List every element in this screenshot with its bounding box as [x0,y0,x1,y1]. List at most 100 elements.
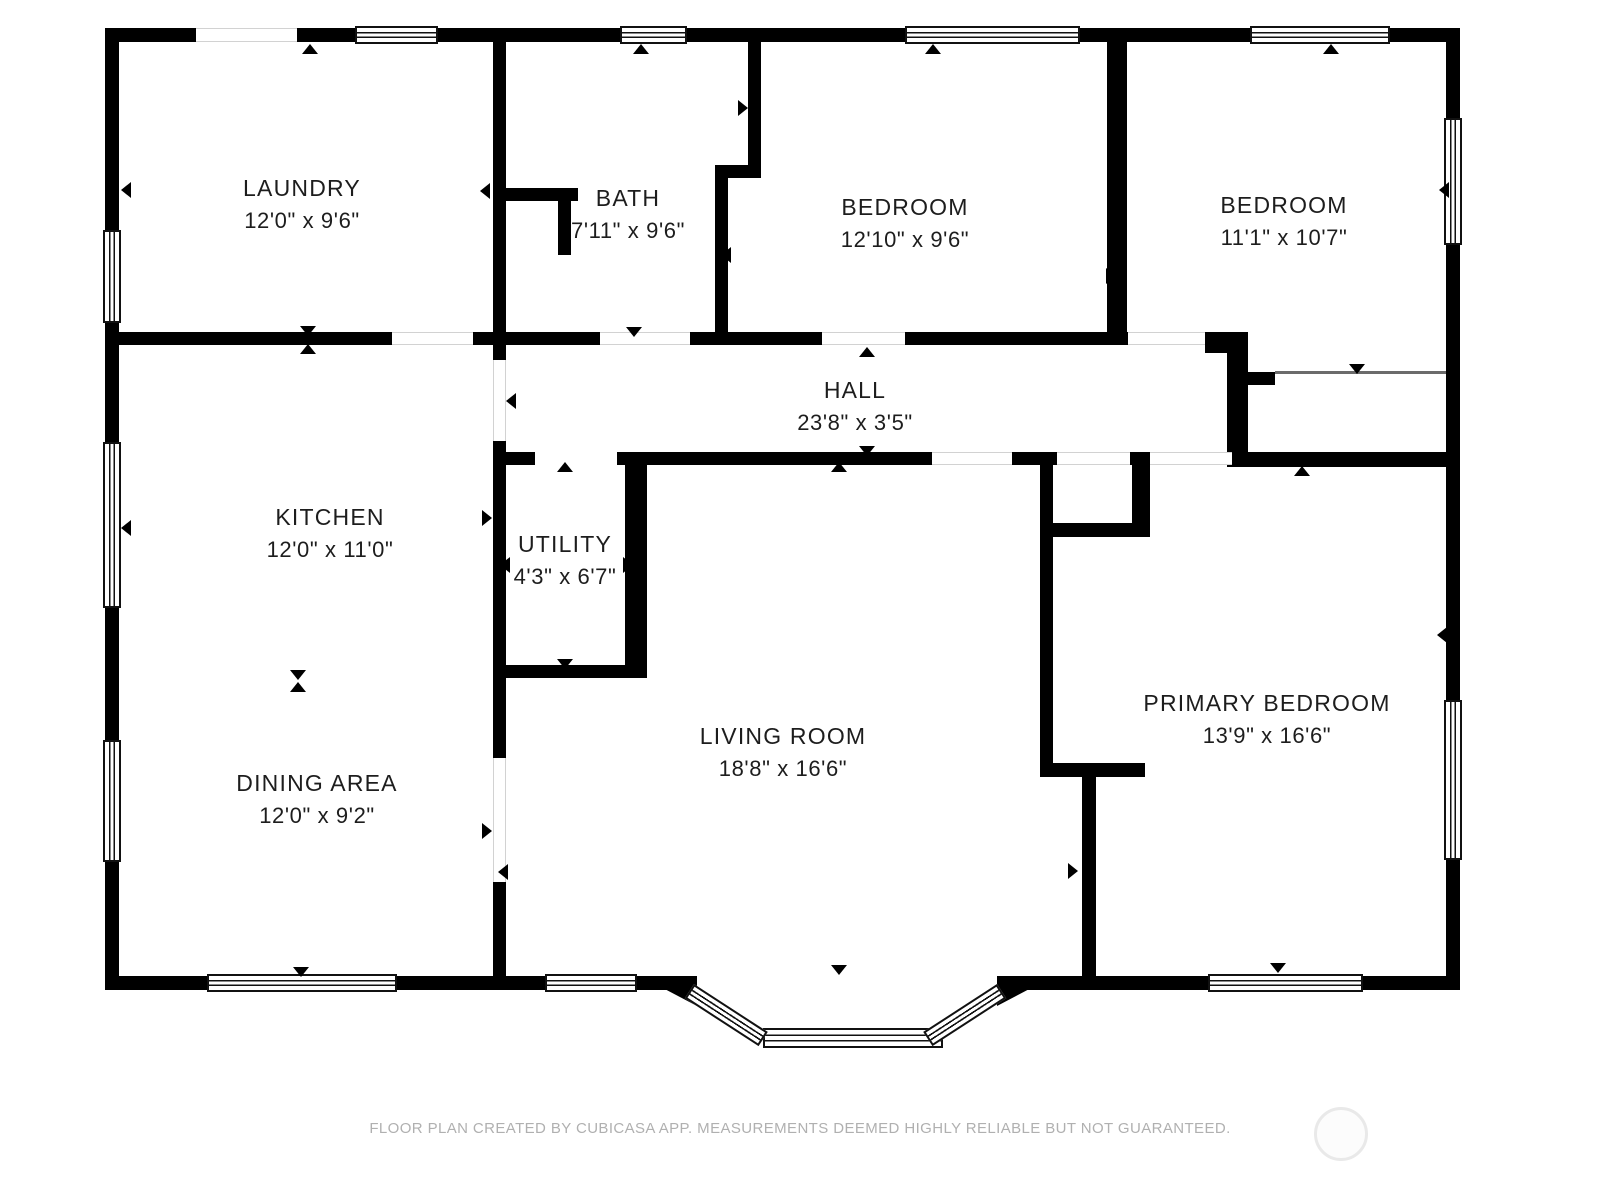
room-dimensions: 12'0" x 9'6" [244,208,360,233]
window [207,974,397,992]
room-label-bedroom2: BEDROOM 11'1" x 10'7" [1220,189,1347,253]
watermark-circle [1314,1107,1368,1161]
direction-marker-right [1106,268,1116,284]
direction-marker-left [498,864,508,880]
wall-segment [905,332,1128,345]
wall-segment [493,665,647,678]
wall-segment [748,28,761,178]
window [545,974,637,992]
wall-segment [558,188,571,255]
door-opening [822,332,905,345]
door-opening [1057,452,1130,465]
room-label-hall: HALL 23'8" x 3'5" [797,374,913,438]
wall-gap [697,976,997,990]
room-dimensions: 12'0" x 11'0" [266,537,394,562]
direction-marker-down [557,659,573,669]
direction-marker-right [738,100,748,116]
bay-wall-wedge [997,976,1054,1006]
room-name: HALL [823,377,887,403]
bay-window-diagonal [923,984,1007,1047]
door-opening [196,28,297,42]
room-name: DINING AREA [236,770,398,796]
direction-marker-down [300,326,316,336]
room-label-laundry: LAUNDRY 12'0" x 9'6" [243,172,361,236]
direction-marker-up [859,347,875,357]
wall-segment [617,452,932,465]
room-dimensions: 13'9" x 16'6" [1202,723,1332,748]
window [103,230,121,323]
room-dimensions: 18'8" x 16'6" [718,756,848,781]
room-name: PRIMARY BEDROOM [1143,690,1391,716]
direction-marker-right [1068,863,1078,879]
wall-segment [493,452,535,465]
footer-disclaimer: FLOOR PLAN CREATED BY CUBICASA APP. MEAS… [369,1120,1231,1137]
direction-marker-up [557,462,573,472]
window [1444,118,1462,245]
wall-segment [1107,28,1127,345]
room-name: BATH [595,185,661,211]
room-dimensions: 11'1" x 10'7" [1220,225,1348,250]
direction-marker-down [293,967,309,977]
direction-marker-left [121,520,131,536]
window [103,740,121,862]
direction-marker-up [300,344,316,354]
direction-marker-down [626,327,642,337]
room-name: LIVING ROOM [699,723,867,749]
room-dimensions: 4'3" x 6'7" [513,564,617,589]
direction-marker-right [1227,391,1237,407]
direction-marker-left [500,557,510,573]
direction-marker-up [633,44,649,54]
room-name: LAUNDRY [243,175,361,201]
window [905,26,1080,44]
wall-segment [1012,452,1057,465]
wall-segment [1132,465,1150,537]
direction-marker-right [482,823,492,839]
direction-marker-left [721,247,731,263]
window [1208,974,1363,992]
wall-segment [1040,465,1053,777]
window [1250,26,1390,44]
wall-segment [1052,523,1145,537]
door-opening [600,332,690,345]
room-name: BEDROOM [1220,192,1348,218]
room-label-living: LIVING ROOM 18'8" x 16'6" [700,720,867,784]
wall-segment [493,882,506,976]
direction-marker-up [925,44,941,54]
direction-marker-up [302,44,318,54]
direction-marker-down [290,670,306,680]
direction-marker-down [1270,963,1286,973]
wall-segment [1232,452,1460,467]
wall-segment [690,332,822,345]
window [355,26,438,44]
bay-window-diagonal [684,984,768,1047]
wall-segment [493,28,506,360]
room-dimensions: 12'10" x 9'6" [840,227,970,252]
door-opening [493,758,506,882]
room-dimensions: 7'11" x 9'6" [571,218,685,243]
direction-marker-left [1042,641,1052,657]
wall-segment [1248,372,1275,385]
direction-marker-down [859,446,875,456]
wall-segment [473,332,493,345]
direction-marker-right [623,557,633,573]
room-name: UTILITY [517,531,613,557]
door-opening [392,332,473,345]
room-dimensions: 23'8" x 3'5" [797,410,913,435]
window [620,26,687,44]
door-opening [1128,332,1205,345]
direction-marker-left [121,182,131,198]
wall-segment [493,441,506,758]
door-opening [932,452,1012,465]
direction-marker-left [1116,199,1126,215]
direction-marker-left [506,393,516,409]
direction-marker-up [1323,44,1339,54]
wall-segment [1205,332,1248,353]
window [103,442,121,608]
direction-marker-down [1349,364,1365,374]
room-name: KITCHEN [275,504,385,530]
room-label-kitchen: KITCHEN 12'0" x 11'0" [267,501,394,565]
door-opening [1150,452,1232,465]
